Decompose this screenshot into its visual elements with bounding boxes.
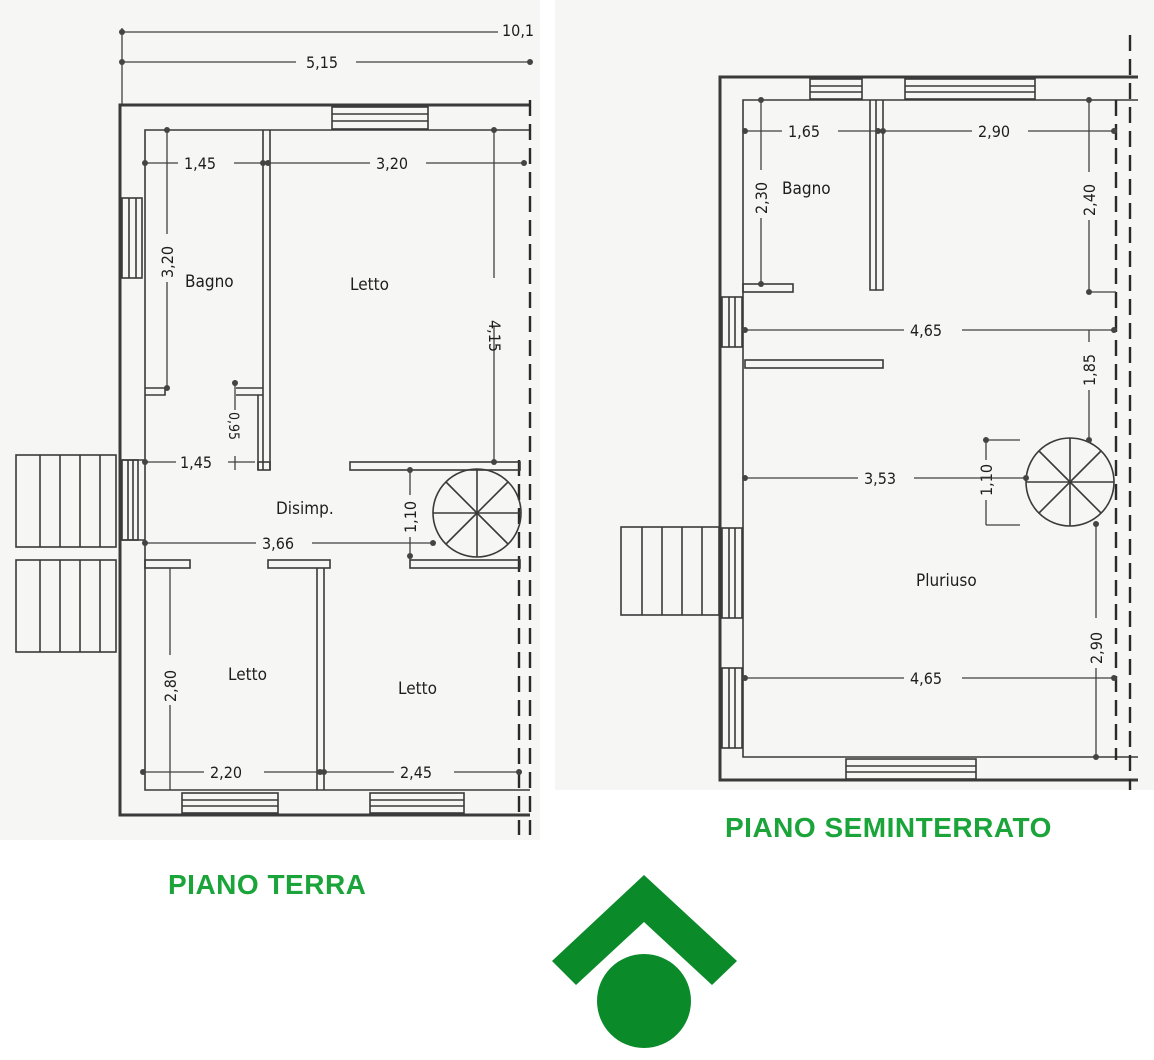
dim-basement-bottom-width: 4,65 <box>910 669 942 688</box>
basement-floor-drawing: 1,65 2,90 2,30 2,40 4,65 1,85 1,10 3,53 … <box>620 35 1138 790</box>
house-roof-circle-logo-icon <box>552 875 737 1048</box>
dim-lower-height: 2,80 <box>161 670 180 702</box>
dim-basement-stair-width: 1,10 <box>977 464 996 496</box>
basement-room-label-multipurpose: Pluriuso <box>916 571 977 591</box>
dim-basement-right-width: 2,90 <box>978 122 1010 141</box>
basement-room-label-bathroom: Bagno <box>782 179 831 199</box>
dim-lower-right-width: 2,45 <box>400 763 432 782</box>
room-label-bedroom-left: Letto <box>228 665 267 685</box>
room-label-bedroom-top: Letto <box>350 275 389 295</box>
spiral-stair <box>433 469 521 557</box>
ground-floor-plan: 10,1 5,15 <box>0 0 540 840</box>
basement-floor-plan: 1,65 2,90 2,30 2,40 4,65 1,85 1,10 3,53 … <box>555 0 1154 790</box>
caption-basement-floor: PIANO SEMINTERRATO <box>725 812 1052 843</box>
dim-hall-length: 3,66 <box>262 534 294 553</box>
dim-lower-left-width: 2,20 <box>210 763 242 782</box>
dim-niche-width: 1,45 <box>180 453 212 472</box>
dim-basement-lower-height: 2,90 <box>1087 632 1106 664</box>
dim-basement-mid-width: 4,65 <box>910 321 942 340</box>
spiral-stair-basement <box>1026 438 1114 526</box>
caption-ground-floor: PIANO TERRA <box>168 869 367 900</box>
dim-stair-width: 1,10 <box>401 501 420 533</box>
dim-overall-width: 5,15 <box>306 53 338 72</box>
dim-basement-bath-height: 2,30 <box>752 182 771 214</box>
dim-basement-mid-height: 1,85 <box>1080 354 1099 386</box>
dim-bath-width: 1,45 <box>184 154 216 173</box>
room-label-hallway: Disimp. <box>276 499 334 519</box>
dim-basement-bath-width: 1,65 <box>788 122 820 141</box>
dim-overall-total: 10,1 <box>502 21 534 40</box>
ground-floor-drawing: 10,1 5,15 <box>15 20 534 835</box>
room-label-bedroom-right: Letto <box>398 679 437 699</box>
dim-bedroom-height: 4,15 <box>485 320 504 352</box>
room-label-bathroom: Bagno <box>185 272 234 292</box>
dim-basement-stair-offset: 3,53 <box>864 469 896 488</box>
dim-bath-height: 3,20 <box>158 246 177 278</box>
dim-niche-height: 0,95 <box>225 412 241 440</box>
dim-bedroom-width: 3,20 <box>376 154 408 173</box>
dim-basement-right-height: 2,40 <box>1080 184 1099 216</box>
